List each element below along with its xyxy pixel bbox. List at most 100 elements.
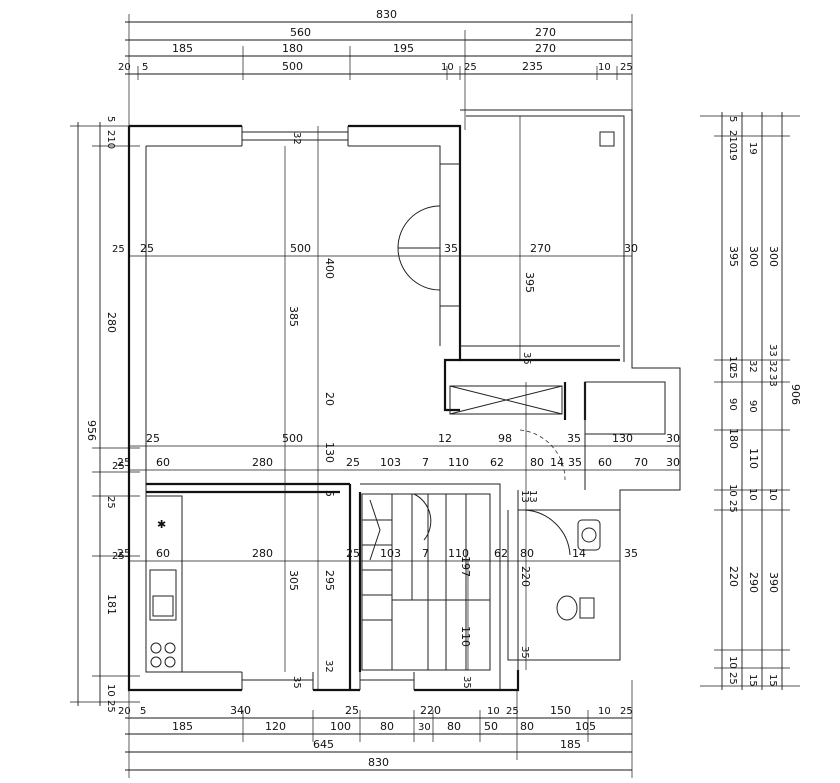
dim-inner: 103 bbox=[380, 456, 401, 469]
dim-bottom-seg: 185 bbox=[172, 720, 193, 733]
dim-bottom-seg: 80 bbox=[447, 720, 461, 733]
left-dimension-lines bbox=[70, 122, 140, 706]
right-dimension-labels: 906 5 210 19 395 10 25 90 180 10 25 220 … bbox=[727, 116, 802, 687]
dim-inner-vertical: 130 bbox=[323, 442, 336, 463]
dim-inner: 12 bbox=[438, 432, 452, 445]
top-dimension-lines bbox=[125, 14, 633, 130]
door-swing-icon bbox=[397, 247, 441, 291]
right-upper-room bbox=[397, 109, 681, 510]
dim-inner: 25 bbox=[140, 242, 154, 255]
stove-burner-icon bbox=[150, 642, 162, 654]
dim-right-inner: 33 bbox=[767, 374, 778, 387]
stove-burner-icon bbox=[150, 656, 162, 668]
dim-bottom-total: 830 bbox=[368, 756, 389, 769]
dim-inner: 98 bbox=[498, 432, 512, 445]
right-dimension-lines bbox=[700, 112, 800, 690]
interior-walls bbox=[146, 482, 621, 690]
fridge-icon: ✱ bbox=[157, 518, 166, 531]
dim-right-total: 906 bbox=[789, 384, 802, 405]
inner-labels: 25 500 35 270 30 25 500 12 98 35 130 30 … bbox=[117, 132, 680, 689]
dim-right-inner: 10 bbox=[767, 488, 778, 501]
stair-arrow-icon bbox=[369, 499, 381, 561]
dim-right-inner: 390 bbox=[767, 572, 780, 593]
dim-top-left-span: 560 bbox=[290, 26, 311, 39]
staircase bbox=[361, 493, 491, 671]
dim-inner-vertical: 400 bbox=[323, 258, 336, 279]
dim-inner: 35 bbox=[444, 242, 458, 255]
door-swing-icon bbox=[413, 493, 432, 541]
dim-right-seg: 10 bbox=[727, 356, 738, 369]
dim-inner-vertical: 35 bbox=[519, 646, 530, 659]
dim-bottom-seg: 80 bbox=[380, 720, 394, 733]
dim-inner: 60 bbox=[156, 547, 170, 560]
dim-bottom-seg: 10 bbox=[598, 706, 611, 717]
dim-bottom-seg: 105 bbox=[575, 720, 596, 733]
dim-inner-vertical: 197 bbox=[459, 556, 472, 577]
dim-right-seg: 19 bbox=[727, 148, 738, 161]
dim-right-seg: 220 bbox=[727, 566, 740, 587]
dim-left-inner: 25 bbox=[112, 551, 125, 562]
dim-top-seg: 270 bbox=[535, 42, 556, 55]
dim-right-seg: 180 bbox=[727, 428, 740, 449]
dim-inner-vertical: 305 bbox=[287, 570, 300, 591]
dim-right-inner: 32 bbox=[767, 360, 778, 373]
washbasin-icon bbox=[577, 519, 601, 551]
dim-top-seg: 10 bbox=[441, 62, 454, 73]
bottom-dimension-lines bbox=[125, 680, 633, 778]
dim-inner: 110 bbox=[448, 547, 469, 560]
dim-inner-vertical: 13 bbox=[527, 490, 538, 503]
dim-inner: 280 bbox=[252, 547, 273, 560]
dim-inner-vertical: 385 bbox=[287, 306, 300, 327]
dim-bottom-seg: 5 bbox=[140, 706, 146, 717]
dim-right-seg: 395 bbox=[727, 246, 740, 267]
dim-inner: 80 bbox=[530, 456, 544, 469]
left-dimension-labels: 956 5 210 280 25 181 10 25 25 25 25 bbox=[85, 116, 125, 713]
dim-right-inner: 32 bbox=[747, 360, 758, 373]
dim-right-inner: 33 bbox=[767, 344, 778, 357]
dim-left-seg: 25 bbox=[105, 496, 116, 509]
dim-top-right-span: 270 bbox=[535, 26, 556, 39]
dim-inner-vertical: 35 bbox=[291, 676, 302, 689]
dim-right-inner: 290 bbox=[747, 572, 760, 593]
dim-right-seg: 25 bbox=[727, 500, 738, 513]
dim-left-total: 956 bbox=[85, 420, 98, 441]
dim-inner: 35 bbox=[568, 456, 582, 469]
dim-left-seg: 181 bbox=[105, 594, 118, 615]
dim-left-inner: 25 bbox=[112, 461, 125, 472]
dim-inner-vertical: 295 bbox=[323, 570, 336, 591]
dim-inner: 30 bbox=[624, 242, 638, 255]
dim-inner-vertical: 220 bbox=[519, 566, 532, 587]
dim-right-inner: 300 bbox=[747, 246, 760, 267]
dim-inner: 270 bbox=[530, 242, 551, 255]
dim-bottom-seg: 25 bbox=[506, 706, 519, 717]
dim-right-seg: 210 bbox=[727, 130, 738, 149]
dim-inner: 62 bbox=[490, 456, 504, 469]
dim-top-seg: 25 bbox=[620, 62, 633, 73]
dim-inner: 35 bbox=[624, 547, 638, 560]
toilet-icon bbox=[556, 595, 578, 621]
dim-inner: 30 bbox=[666, 432, 680, 445]
dim-right-inner: 300 bbox=[767, 246, 780, 267]
dim-left-seg: 280 bbox=[105, 312, 118, 333]
dim-inner: 103 bbox=[380, 547, 401, 560]
dim-right-seg: 90 bbox=[727, 398, 738, 411]
dim-right-seg: 5 bbox=[727, 116, 738, 122]
door-swing-icon bbox=[519, 429, 566, 481]
door-swing-icon bbox=[397, 205, 441, 249]
dim-inner: 60 bbox=[598, 456, 612, 469]
dim-inner: 35 bbox=[567, 432, 581, 445]
dim-bottom-seg: 340 bbox=[230, 704, 251, 717]
dim-bottom-seg: 220 bbox=[420, 704, 441, 717]
storage-box bbox=[449, 385, 563, 415]
dim-inner-vertical: 35 bbox=[461, 676, 472, 689]
dim-inner: 25 bbox=[346, 456, 360, 469]
dim-right-inner: 90 bbox=[747, 400, 758, 413]
dim-bottom-seg: 100 bbox=[330, 720, 351, 733]
dim-left-seg: 210 bbox=[105, 130, 116, 149]
dim-inner-vertical: 395 bbox=[523, 272, 536, 293]
middle-section bbox=[443, 381, 666, 490]
exterior-walls bbox=[127, 124, 520, 692]
kitchen: ✱ bbox=[145, 495, 183, 673]
dim-bottom-seg: 50 bbox=[484, 720, 498, 733]
